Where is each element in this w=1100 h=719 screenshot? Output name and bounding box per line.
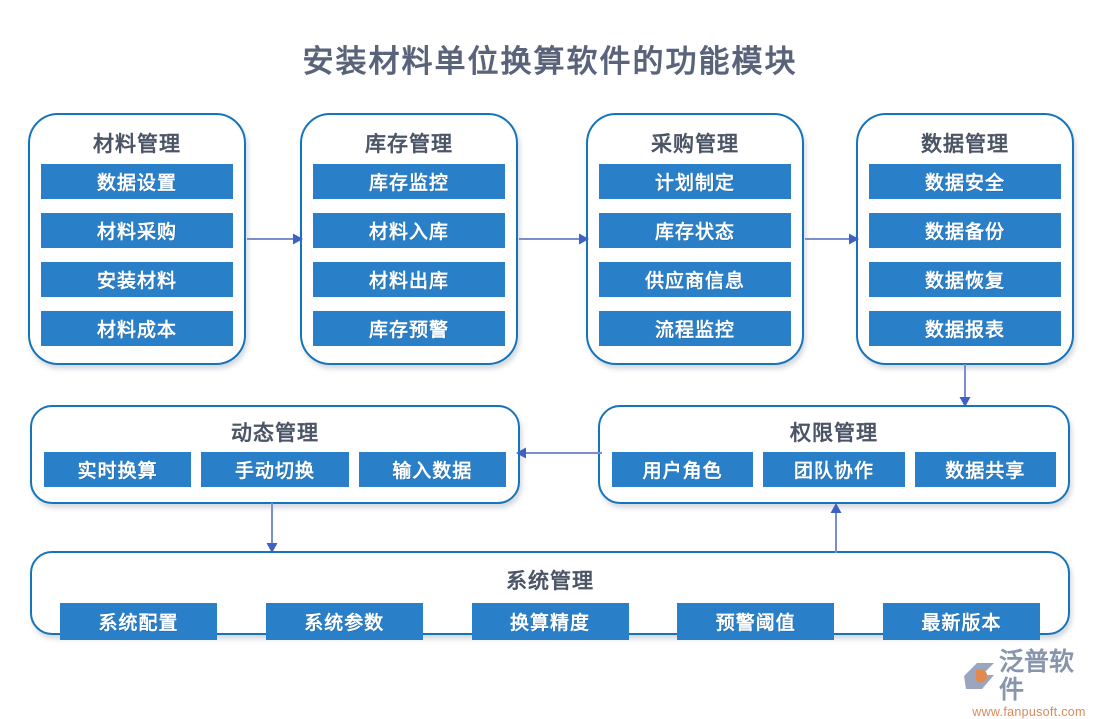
arrow-material-to-inventory: [247, 232, 303, 246]
module-item[interactable]: 材料成本: [41, 311, 233, 346]
module-inventory-management[interactable]: 库存管理 库存监控 材料入库 材料出库 库存预警: [300, 113, 518, 365]
module-item[interactable]: 材料出库: [313, 262, 505, 297]
module-item[interactable]: 安装材料: [41, 262, 233, 297]
module-item[interactable]: 流程监控: [599, 311, 791, 346]
module-title: 库存管理: [365, 132, 453, 156]
page-title: 安装材料单位换算软件的功能模块: [302, 44, 798, 79]
module-item[interactable]: 用户角色: [612, 452, 754, 487]
module-item[interactable]: 数据设置: [41, 164, 233, 199]
module-data-management[interactable]: 数据管理 数据安全 数据备份 数据恢复 数据报表: [856, 113, 1074, 365]
module-items: 库存监控 材料入库 材料出库 库存预警: [302, 164, 516, 346]
module-item[interactable]: 计划制定: [599, 164, 791, 199]
module-title: 权限管理: [790, 421, 878, 445]
module-item[interactable]: 材料采购: [41, 213, 233, 248]
module-item[interactable]: 数据安全: [869, 164, 1061, 199]
fanpu-logo-icon: [962, 661, 996, 691]
module-items: 系统配置 系统参数 换算精度 预警阈值 最新版本: [32, 603, 1068, 640]
module-item[interactable]: 材料入库: [313, 213, 505, 248]
module-item[interactable]: 预警阈值: [677, 603, 835, 640]
module-dynamic-management[interactable]: 动态管理 实时换算 手动切换 输入数据: [30, 405, 520, 504]
module-item[interactable]: 库存预警: [313, 311, 505, 346]
logo-name: 泛普软件: [999, 648, 1075, 704]
module-items: 用户角色 团队协作 数据共享: [600, 452, 1068, 487]
module-items: 数据设置 材料采购 安装材料 材料成本: [30, 164, 244, 346]
module-title: 动态管理: [231, 421, 319, 445]
module-item[interactable]: 换算精度: [471, 603, 629, 640]
module-purchase-management[interactable]: 采购管理 计划制定 库存状态 供应商信息 流程监控: [586, 113, 804, 365]
arrow-data-to-permission: [958, 364, 972, 407]
module-item[interactable]: 数据恢复: [869, 262, 1061, 297]
logo-row: 泛普软件: [962, 648, 1096, 704]
module-item[interactable]: 系统配置: [60, 603, 217, 640]
module-title: 采购管理: [651, 132, 739, 156]
module-title: 材料管理: [93, 132, 181, 156]
module-item[interactable]: 数据备份: [869, 213, 1061, 248]
module-items: 计划制定 库存状态 供应商信息 流程监控: [588, 164, 802, 346]
arrow-inventory-to-purchase: [519, 232, 589, 246]
module-item[interactable]: 团队协作: [763, 452, 905, 487]
module-item[interactable]: 供应商信息: [599, 262, 791, 297]
module-title: 系统管理: [506, 569, 594, 593]
arrow-permission-to-dynamic: [516, 446, 602, 460]
brand-logo: 泛普软件 www.fanpusoft.com: [962, 648, 1096, 719]
module-item[interactable]: 最新版本: [883, 603, 1040, 640]
arrow-purchase-to-data: [805, 232, 859, 246]
module-item[interactable]: 库存监控: [313, 164, 505, 199]
module-item[interactable]: 数据共享: [914, 452, 1056, 487]
module-title: 数据管理: [921, 132, 1009, 156]
module-material-management[interactable]: 材料管理 数据设置 材料采购 安装材料 材料成本: [28, 113, 246, 365]
module-item[interactable]: 数据报表: [869, 311, 1061, 346]
module-item[interactable]: 实时换算: [44, 452, 192, 487]
arrow-dynamic-to-system: [265, 503, 279, 553]
module-item[interactable]: 系统参数: [265, 603, 423, 640]
arrow-system-to-permission: [829, 503, 843, 553]
module-system-management[interactable]: 系统管理 系统配置 系统参数 换算精度 预警阈值 最新版本: [30, 551, 1070, 640]
logo-url: www.fanpusoft.com: [972, 705, 1086, 719]
module-item[interactable]: 手动切换: [201, 452, 349, 487]
diagram-canvas: 安装材料单位换算软件的功能模块 材料管理 数据设置 材料采购 安装材料 材料成本…: [28, 44, 1096, 719]
module-items: 实时换算 手动切换 输入数据: [32, 452, 518, 487]
module-permission-management[interactable]: 权限管理 用户角色 团队协作 数据共享: [598, 405, 1070, 504]
module-items: 数据安全 数据备份 数据恢复 数据报表: [858, 164, 1072, 346]
module-item[interactable]: 库存状态: [599, 213, 791, 248]
module-item[interactable]: 输入数据: [358, 452, 506, 487]
